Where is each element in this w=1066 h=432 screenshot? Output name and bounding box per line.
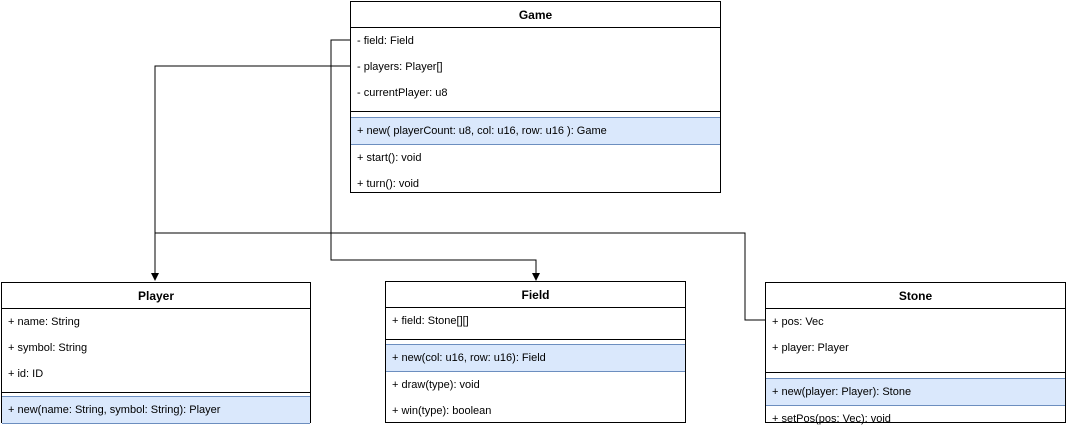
class-stone-title: Stone bbox=[766, 283, 1065, 309]
class-game-method-2: + turn(): void bbox=[357, 178, 420, 190]
class-player-method-0[interactable]: + new(name: String, symbol: String): Pla… bbox=[2, 396, 310, 424]
class-stone-field-0: + pos: Vec bbox=[772, 316, 824, 328]
class-player-field-0: + name: String bbox=[8, 316, 80, 328]
class-field[interactable]: Field + field: Stone[][] + new(col: u16,… bbox=[385, 281, 686, 423]
class-game-title: Game bbox=[351, 2, 720, 28]
class-field-field-0: + field: Stone[][] bbox=[392, 315, 469, 327]
class-player-title: Player bbox=[2, 283, 310, 309]
class-player[interactable]: Player + name: String + symbol: String +… bbox=[1, 282, 311, 424]
class-stone[interactable]: Stone + pos: Vec + player: Player + new(… bbox=[765, 282, 1066, 425]
class-game[interactable]: Game - field: Field - players: Player[] … bbox=[350, 1, 721, 193]
field-association-line bbox=[330, 39, 540, 281]
class-game-method-0[interactable]: + new( playerCount: u8, col: u16, row: u… bbox=[351, 117, 720, 145]
class-game-method-1: + start(): void bbox=[357, 152, 422, 164]
class-game-field-1: - players: Player[] bbox=[357, 61, 443, 73]
class-field-method-1: + draw(type): void bbox=[392, 379, 480, 391]
class-field-divider bbox=[386, 334, 685, 340]
class-field-method-0[interactable]: + new(col: u16, row: u16): Field bbox=[386, 344, 685, 372]
class-game-field-0: - field: Field bbox=[357, 35, 414, 47]
class-stone-method-0[interactable]: + new(player: Player): Stone bbox=[766, 378, 1065, 406]
class-stone-divider bbox=[766, 361, 1065, 373]
class-field-title: Field bbox=[386, 282, 685, 308]
class-game-divider bbox=[351, 106, 720, 112]
class-player-field-1: + symbol: String bbox=[8, 342, 88, 354]
class-player-divider bbox=[2, 387, 310, 393]
class-player-field-2: + id: ID bbox=[8, 368, 44, 380]
class-game-field-2: - currentPlayer: u8 bbox=[357, 87, 448, 99]
players-association-line bbox=[151, 65, 350, 281]
class-stone-method-1: + setPos(pos: Vec): void bbox=[772, 413, 891, 425]
class-stone-field-1: + player: Player bbox=[772, 342, 849, 354]
stone-player-line bbox=[155, 232, 765, 321]
class-field-method-2: + win(type): boolean bbox=[392, 405, 492, 417]
